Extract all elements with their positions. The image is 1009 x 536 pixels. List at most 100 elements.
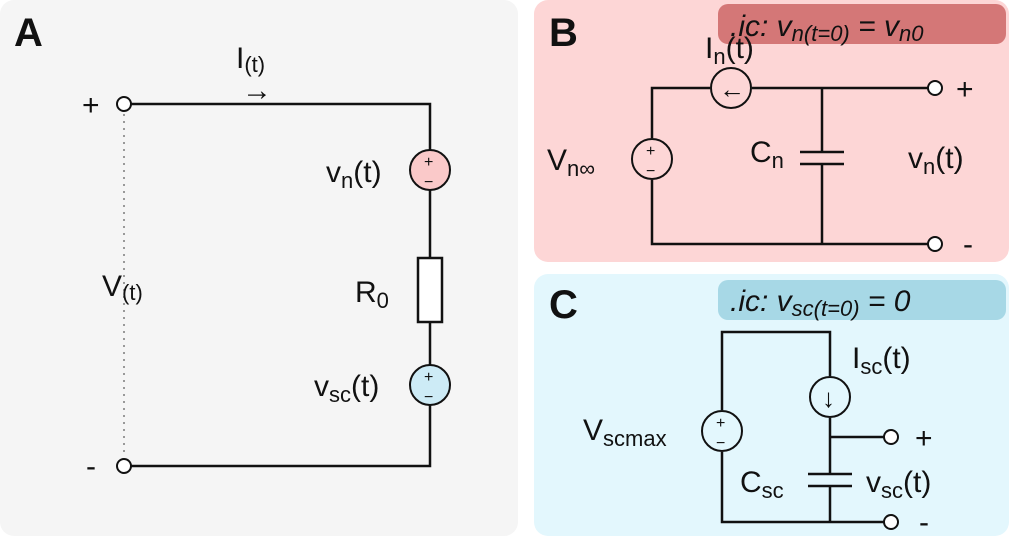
panel-b-current-sub: n (713, 44, 725, 69)
panel-b-plus-terminal (927, 80, 943, 96)
panel-a-minus-sign: - (86, 450, 96, 483)
panel-c-current-source-icon: ↓ (809, 376, 851, 418)
r0-label-base: R (355, 276, 377, 309)
panel-c-voltage-source-icon: + − (701, 410, 743, 452)
panel-c-cap-label: Csc (740, 466, 784, 503)
panel-c-source-plus: + (716, 415, 725, 432)
panel-a-voltage-base: V (102, 270, 122, 303)
panel-c-plus-sign: + (915, 422, 933, 455)
panel-b-source-sub: n∞ (567, 156, 595, 181)
panel-a-top-terminal (116, 96, 132, 112)
panel-c-ic-badge (718, 280, 1006, 320)
vn-label-tail: (t) (353, 156, 381, 189)
panel-c-output-label: vsc(t) (866, 466, 931, 503)
panel-b-current-label: In(t) (705, 32, 754, 69)
panel-a-voltage-sub: (t) (122, 280, 143, 305)
panel-a-top-wire (131, 102, 432, 150)
panel-c-top-wire (720, 330, 832, 410)
panel-c-output-base: v (866, 466, 881, 499)
panel-c-letter: C (549, 283, 578, 327)
panel-b-cap-base: C (750, 136, 772, 169)
panel-a-letter: A (14, 11, 43, 55)
panel-c-minus-terminal (883, 514, 899, 530)
panel-c-cap-sub: sc (762, 478, 784, 503)
panel-c-current-arrow-icon: ↓ (822, 383, 835, 413)
panel-c-ic-sub1: sc(t=0) (792, 296, 860, 321)
panel-c-ic-mid: = 0 (860, 285, 911, 318)
panel-a-current-arrow-icon: → (242, 74, 272, 107)
panel-a-plus-sign: + (82, 89, 100, 122)
panel-b-letter: B (549, 11, 578, 55)
panel-b-current-tail: (t) (726, 32, 754, 65)
panel-c-source-minus: − (716, 435, 725, 452)
panel-b-ic-sub2: n0 (899, 21, 924, 46)
panel-c-background (534, 274, 1009, 536)
panel-a-background (0, 0, 518, 536)
vn-label-base: v (326, 156, 341, 189)
panel-a-current-sub: (t) (244, 52, 265, 77)
vsc-label-tail: (t) (351, 370, 379, 403)
vn-source-minus: − (424, 174, 433, 191)
panel-b-ic-sub1: n(t=0) (792, 21, 850, 46)
vn-label: vn(t) (326, 156, 382, 193)
panel-b-left-wire (650, 86, 710, 138)
panel-b: B .ic: vn(t=0) = vn0 ← In(t) + − Vn∞ (534, 0, 1009, 262)
panel-b-output-sub: n (923, 154, 935, 179)
panel-c-current-base: I (852, 342, 860, 375)
panel-b-source-bottom-wire (650, 180, 928, 246)
panel-a-current-label: I(t) (236, 42, 265, 77)
panel-b-source-plus: + (646, 143, 655, 160)
panel-c-cap-base: C (740, 466, 762, 499)
panel-c-current-label: Isc(t) (852, 342, 911, 379)
panel-a-voltage-label: V(t) (102, 270, 143, 305)
panel-b-output-label: vn(t) (908, 142, 964, 179)
panel-b-current-arrow-icon: ← (719, 74, 745, 104)
panel-b-ic-mid: = v (850, 10, 901, 43)
panel-c-source-sub: scmax (603, 426, 667, 451)
panel-a-bottom-wire (131, 405, 432, 468)
panel-b-cap-sub: n (772, 148, 784, 173)
panel-a-bottom-terminal (116, 458, 132, 474)
panel-c: C .ic: vsc(t=0) = 0 ↓ Isc(t) + − Vscmax (534, 274, 1009, 536)
panel-c-ic-text: .ic: vsc(t=0) = 0 (730, 285, 911, 321)
panel-b-source-label: Vn∞ (547, 144, 595, 181)
panel-a: A + - I(t) → V(t) + − vn(t) (0, 0, 518, 536)
panel-b-source-base: V (547, 144, 567, 177)
vsc-label-sub: sc (329, 382, 351, 407)
panel-a-current-base: I (236, 42, 244, 75)
panel-b-minus-sign: - (963, 228, 973, 261)
panel-b-voltage-source-icon: + − (631, 138, 673, 180)
panel-b-ic-badge (718, 4, 1006, 44)
vn-source-icon: + − (409, 149, 451, 191)
vsc-source-minus: − (424, 389, 433, 406)
r0-label-sub: 0 (377, 288, 389, 313)
vn-label-sub: n (341, 168, 353, 193)
vn-source-plus: + (424, 154, 433, 171)
panel-b-ic-text: .ic: vn(t=0) = vn0 (730, 10, 924, 46)
panel-c-output-tail: (t) (903, 466, 931, 499)
panel-b-minus-terminal (927, 236, 943, 252)
resistor-r0-icon (416, 256, 444, 324)
vsc-label: vsc(t) (314, 370, 379, 407)
panel-b-ic-prefix: .ic: v (730, 10, 794, 43)
panel-c-source-label: Vscmax (583, 414, 667, 451)
panel-c-current-tail: (t) (882, 342, 910, 375)
vsc-source-plus: + (424, 369, 433, 386)
panel-b-cap-label: Cn (750, 136, 784, 173)
vsc-label-base: v (314, 370, 329, 403)
panel-c-source-base: V (583, 414, 603, 447)
panel-c-current-sub: sc (860, 354, 882, 379)
panel-b-current-source-icon: ← (710, 67, 752, 109)
panel-b-source-minus: − (646, 163, 655, 180)
vsc-source-icon: + − (409, 364, 451, 406)
panel-b-current-base: I (705, 32, 713, 65)
panel-b-output-tail: (t) (935, 142, 963, 175)
panel-b-plus-sign: + (956, 73, 974, 106)
panel-c-plus-terminal (883, 429, 899, 445)
r0-label: R0 (355, 276, 389, 313)
panel-c-ic-prefix: .ic: v (730, 285, 794, 318)
panel-c-minus-sign: - (919, 506, 929, 536)
panel-c-output-sub: sc (881, 478, 903, 503)
panel-b-output-base: v (908, 142, 923, 175)
